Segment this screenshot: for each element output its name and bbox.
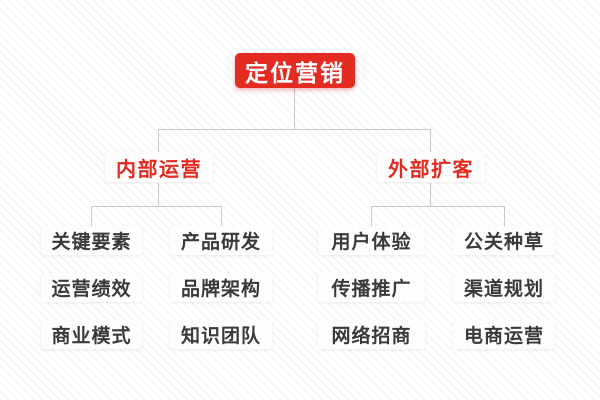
- leaf-node: 传播推广: [318, 273, 425, 302]
- leaf-node: 用户体验: [318, 226, 425, 255]
- connector-right-hbar: [371, 206, 505, 207]
- branch-node-external-expansion: 外部扩客: [377, 152, 485, 182]
- leaf-node: 运营绩效: [41, 273, 142, 302]
- leaf-node: 商业模式: [41, 320, 142, 349]
- connector-branch-left-drop: [158, 129, 159, 152]
- leaf-node: 公关种草: [453, 226, 555, 255]
- connector-branch-right-drop: [430, 129, 431, 152]
- leaf-node: 关键要素: [41, 226, 142, 255]
- connector-root-stem: [294, 88, 295, 129]
- root-node: 定位营销: [235, 53, 355, 88]
- connector-left-hbar: [91, 206, 222, 207]
- connector-right-drop-a: [371, 206, 372, 226]
- connector-right-drop-b: [504, 206, 505, 226]
- branch-node-internal-operations: 内部运营: [105, 152, 213, 182]
- connector-right-stem: [430, 183, 431, 206]
- leaf-node: 知识团队: [170, 320, 272, 349]
- leaf-node: 产品研发: [170, 226, 272, 255]
- connector-left-stem: [158, 183, 159, 206]
- connector-left-drop-a: [91, 206, 92, 226]
- connector-left-drop-b: [221, 206, 222, 226]
- leaf-node: 渠道规划: [453, 273, 555, 302]
- leaf-node: 网络招商: [318, 320, 425, 349]
- connector-top-hbar: [158, 129, 431, 130]
- leaf-node: 品牌架构: [170, 273, 272, 302]
- leaf-node: 电商运营: [453, 320, 555, 349]
